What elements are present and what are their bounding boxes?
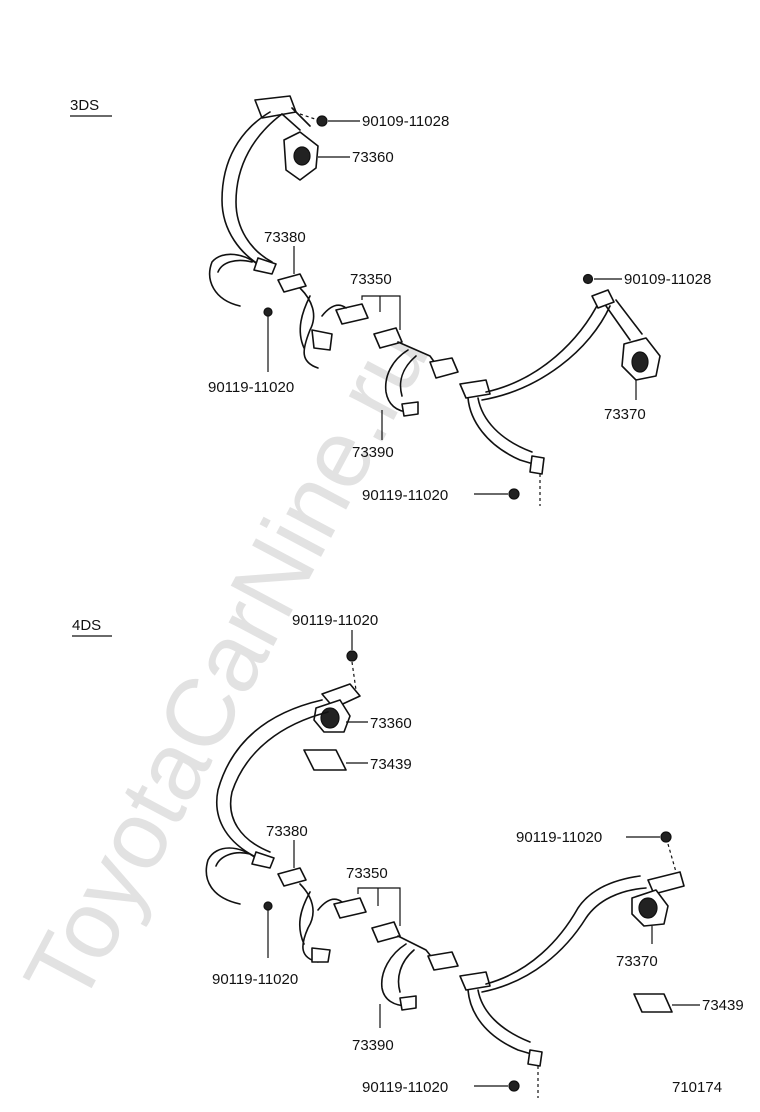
label-bolt-right-top-4ds: 90119-11020 bbox=[516, 829, 602, 846]
buckle-belt bbox=[299, 287, 319, 369]
label-buckle-left-4ds: 73380 bbox=[266, 823, 308, 840]
label-bolt-top-4ds: 90119-11020 bbox=[292, 612, 378, 629]
label-bolt-left-4ds: 90119-11020 bbox=[212, 971, 298, 988]
bolt-icon bbox=[660, 831, 672, 843]
tongue-plate-4ds bbox=[459, 971, 491, 991]
leader-dash bbox=[667, 843, 677, 873]
retractor-bracket-right-4ds bbox=[647, 871, 685, 895]
label-retractor-top-3ds: 73360 bbox=[352, 149, 394, 166]
bracket bbox=[361, 295, 401, 330]
bracket bbox=[357, 887, 401, 926]
retractor-reel bbox=[638, 897, 658, 919]
buckle-73350-b-3ds bbox=[373, 327, 403, 349]
section-title-3ds: 3DS bbox=[70, 97, 99, 114]
label-buckle-left-3ds: 73380 bbox=[264, 229, 306, 246]
buckle-mount bbox=[311, 329, 333, 351]
upper-belt bbox=[221, 111, 283, 269]
label-bolt-top-3ds: 90109-11028 bbox=[362, 113, 449, 130]
label-cover-top-4ds: 73439 bbox=[370, 756, 412, 773]
buckle-73350-b-4ds bbox=[371, 921, 401, 943]
left-anchor-plate bbox=[253, 257, 277, 275]
bolt-icon bbox=[346, 650, 358, 662]
label-bolt-bottom-4ds: 90119-11020 bbox=[362, 1079, 448, 1096]
upper-right-anchor bbox=[591, 289, 615, 309]
label-bolt-left-3ds: 90119-11020 bbox=[208, 379, 294, 396]
lower-buckle-plate bbox=[401, 401, 419, 417]
label-bolt-bottom-3ds: 90119-11020 bbox=[362, 487, 448, 504]
buckle-73390-3ds bbox=[429, 357, 459, 379]
lower-buckle-belt bbox=[384, 349, 417, 413]
retractor-reel bbox=[293, 146, 311, 166]
label-buckle-lower-4ds: 73390 bbox=[352, 1037, 394, 1054]
buckle-73380-3ds bbox=[277, 273, 307, 293]
figure-id: 710174 bbox=[672, 1079, 722, 1096]
left-loop-belt bbox=[208, 253, 263, 307]
label-cover-right-4ds: 73439 bbox=[702, 997, 744, 1014]
section-4ds: 4DS 90119-11020 73360 73439 90119-11020 … bbox=[72, 612, 744, 1098]
section-title-4ds: 4DS bbox=[72, 617, 101, 634]
buckle-belt-4ds bbox=[298, 883, 319, 963]
right-anchor-bracket-4ds bbox=[527, 1049, 543, 1067]
upper-belt-strap bbox=[281, 107, 311, 131]
label-buckle-center-3ds: 73350 bbox=[350, 271, 392, 288]
leader-dash bbox=[351, 661, 357, 691]
right-belt bbox=[481, 299, 611, 401]
bolt-icon bbox=[508, 1080, 520, 1092]
retractor-reel bbox=[320, 707, 340, 729]
bolt-icon bbox=[582, 273, 594, 285]
tongue-plate bbox=[459, 379, 491, 399]
buckle-73350-a-4ds bbox=[333, 897, 367, 919]
label-retractor-right-3ds: 73370 bbox=[604, 406, 646, 423]
label-buckle-lower-3ds: 73390 bbox=[352, 444, 394, 461]
lower-buckle-belt-4ds bbox=[381, 943, 415, 1007]
cover-73439-top bbox=[303, 749, 347, 771]
right-belt-4ds bbox=[481, 875, 647, 993]
buckle-73380-4ds bbox=[277, 867, 307, 887]
bolt-icon bbox=[263, 901, 273, 911]
right-lap-belt bbox=[467, 397, 541, 467]
left-anchor-plate-4ds bbox=[251, 851, 275, 869]
cover-73439-right bbox=[633, 993, 673, 1013]
label-retractor-right-4ds: 73370 bbox=[616, 953, 658, 970]
right-retractor-strap bbox=[605, 299, 643, 341]
bolt-icon bbox=[508, 488, 520, 500]
section-3ds: 3DS 90109-11028 73360 90119-11020 73380 … bbox=[70, 95, 711, 506]
buckle-73390-4ds bbox=[427, 951, 459, 971]
label-buckle-center-4ds: 73350 bbox=[346, 865, 388, 882]
bolt-icon bbox=[316, 115, 328, 127]
retractor-reel bbox=[631, 351, 649, 373]
bolt-icon bbox=[263, 307, 273, 317]
lower-buckle-plate-4ds bbox=[399, 995, 417, 1011]
label-retractor-top-4ds: 73360 bbox=[370, 715, 412, 732]
buckle-mount-4ds bbox=[311, 947, 331, 963]
upper-anchor bbox=[254, 95, 297, 119]
buckle-73350-a-3ds bbox=[335, 303, 369, 325]
right-lap-belt-4ds bbox=[467, 989, 539, 1057]
upper-belt-4ds bbox=[216, 699, 329, 861]
left-loop-belt-4ds bbox=[205, 847, 259, 905]
label-bolt-right-top-3ds: 90109-11028 bbox=[624, 271, 711, 288]
right-anchor-bracket bbox=[529, 455, 545, 475]
